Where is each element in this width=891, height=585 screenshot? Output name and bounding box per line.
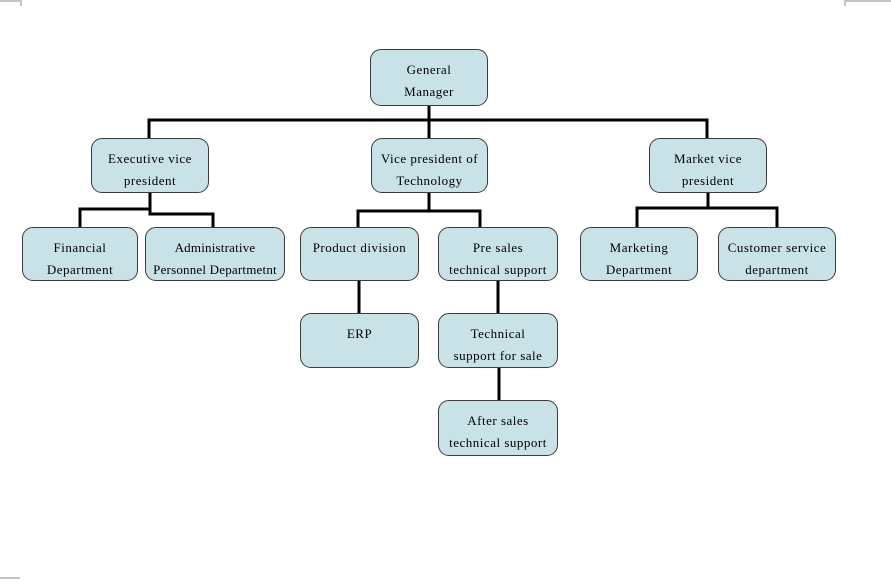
org-node-label: president [681, 173, 735, 188]
org-node-label: technical support [449, 435, 547, 450]
org-node-label: Financial [53, 240, 107, 255]
connector-vpt-to-product-division [356, 193, 431, 227]
connector-mvp-to-marketing [635, 193, 710, 227]
page-corner-mark-top-left [0, 0, 22, 6]
org-node-label: Market vice [674, 151, 742, 166]
org-node-label: After sales [467, 413, 529, 428]
org-node-label: Technical [470, 326, 526, 341]
org-node-label: Technology [396, 173, 463, 188]
org-node-customer-service-department[interactable]: Customer service department [718, 227, 836, 281]
org-node-label: Manager [404, 84, 454, 99]
org-node-technical-support-for-sale[interactable]: Technical support for sale [438, 313, 558, 368]
connector-evp-to-financial [78, 193, 152, 227]
org-node-label: Product division [312, 240, 407, 255]
org-node-marketing-department[interactable]: Marketing Department [580, 227, 698, 281]
org-node-label: General [406, 62, 452, 77]
connector-vpt-to-pre-sales [427, 193, 482, 227]
org-node-executive-vice-president[interactable]: Executive vice president [91, 138, 209, 193]
org-node-label: Executive vice [108, 151, 192, 166]
org-node-label: president [123, 173, 177, 188]
org-node-market-vice-president[interactable]: Market vice president [649, 138, 767, 193]
org-node-financial-department[interactable]: Financial Department [22, 227, 138, 281]
org-node-label: Marketing [609, 240, 669, 255]
org-node-pre-sales-technical-support[interactable]: Pre sales technical support [438, 227, 558, 281]
org-node-label: Vice president of [380, 151, 479, 166]
org-node-label: Customer service [727, 240, 827, 255]
org-node-label: Department [605, 262, 673, 277]
org-node-label: department [745, 262, 809, 277]
page-corner-mark-top-right [844, 0, 891, 6]
org-node-label: Department [46, 262, 114, 277]
org-node-erp[interactable]: ERP [300, 313, 419, 368]
org-node-label: Personnel Departmetnt [153, 262, 277, 277]
connector-mvp-to-customer-service [706, 193, 779, 227]
org-node-label: Pre sales [472, 240, 524, 255]
org-node-administrative-personnel-department[interactable]: Administrative Personnel Departmetnt [145, 227, 285, 281]
org-node-general-manager[interactable]: General Manager [370, 49, 488, 106]
org-node-after-sales-technical-support[interactable]: After sales technical support [438, 400, 558, 456]
connector-gm-rail [147, 118, 709, 138]
org-node-label: support for sale [453, 348, 543, 363]
org-node-product-division[interactable]: Product division [300, 227, 419, 281]
org-node-label: technical support [449, 262, 547, 277]
org-node-vice-president-of-technology[interactable]: Vice president of Technology [371, 138, 488, 193]
connector-evp-to-administrative [148, 193, 215, 227]
org-node-label: ERP [346, 326, 373, 341]
org-node-label: Administrative [174, 240, 256, 255]
